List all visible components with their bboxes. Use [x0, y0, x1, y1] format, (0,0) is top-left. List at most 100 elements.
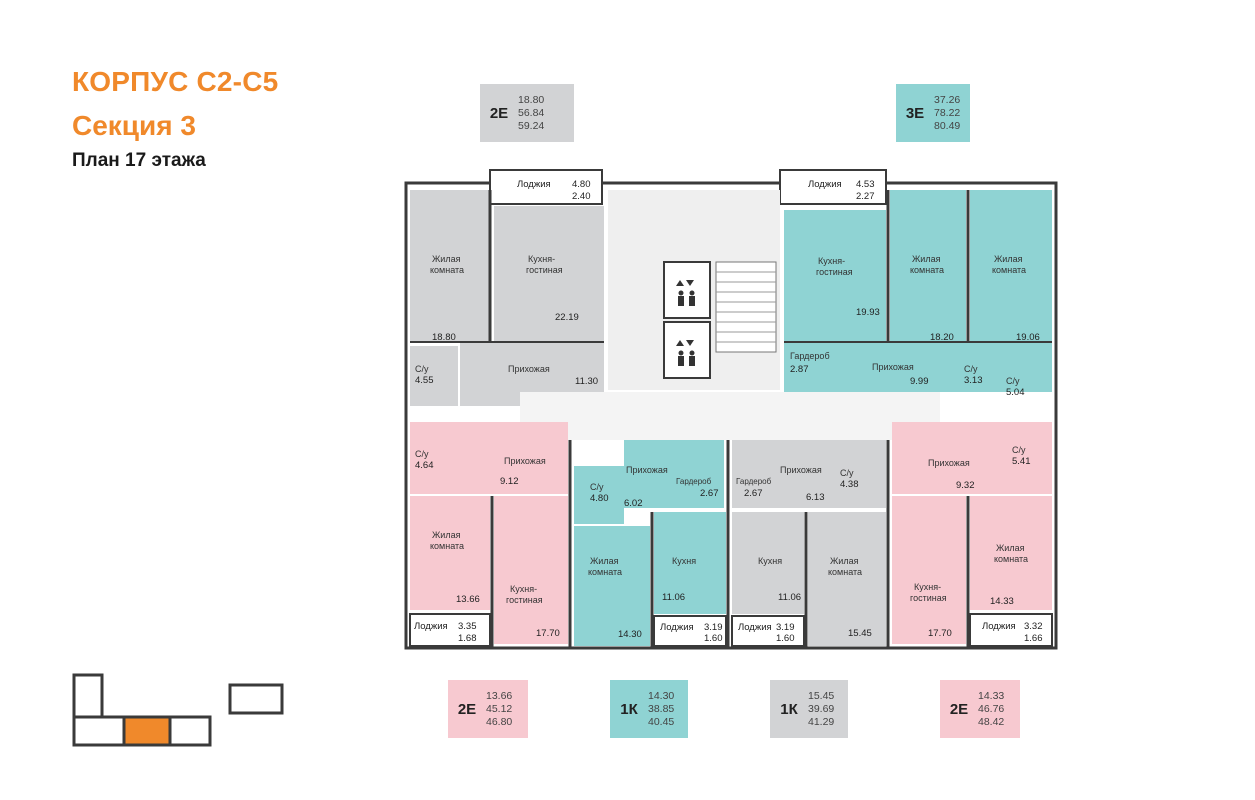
apartment-areas: 14.33 46.76 48.42	[978, 690, 1004, 729]
apartment-code: 1К	[620, 700, 638, 718]
room-hall	[892, 422, 998, 494]
label-kitchen-2: гостиная	[910, 593, 947, 603]
area-kitchen: 17.70	[536, 628, 560, 639]
area-loggia-1: 4.53	[856, 179, 875, 190]
area-bathroom-1: 3.13	[964, 375, 983, 386]
room-living	[410, 190, 490, 342]
area-living: 15.45	[848, 628, 872, 639]
arrows-up-down-icon	[676, 280, 694, 286]
area-living: 18.80	[432, 332, 456, 343]
apartment-areas: 14.30 38.85 40.45	[648, 690, 674, 729]
apartment-code: 2Е	[489, 104, 509, 122]
area-bathroom: 4.38	[840, 479, 859, 490]
elevator-shaft-2	[663, 321, 711, 379]
apartment-tag-top-left[interactable]: 2Е 18.80 56.84 59.24	[480, 84, 574, 142]
label-living-2: комната	[828, 567, 862, 577]
area-loggia-2: 1.68	[458, 633, 477, 644]
apartment-tag-bottom-2[interactable]: 1К 14.30 38.85 40.45	[610, 680, 688, 738]
label-kitchen: Кухня	[672, 556, 696, 566]
room-living	[970, 496, 1052, 610]
label-kitchen-1: Кухня-	[914, 582, 941, 592]
elevator-icon	[676, 340, 695, 366]
area-hall: 6.02	[624, 498, 643, 509]
label-kitchen-1: Кухня-	[818, 256, 845, 266]
area-total: 38.85	[648, 702, 675, 715]
label-living-1: Жилая	[912, 254, 941, 264]
apartment-top-left[interactable]	[410, 169, 604, 406]
area-total-loggia: 48.42	[978, 715, 1005, 728]
label-bathroom: С/у	[590, 482, 604, 492]
label-loggia: Лоджия	[660, 622, 694, 633]
area-loggia-2: 1.60	[704, 633, 723, 644]
area-kitchen: 11.06	[778, 592, 801, 603]
apartment-bottom-2[interactable]	[574, 440, 730, 648]
area-living: 14.33	[978, 689, 1005, 702]
area-wardrobe: 2.87	[790, 364, 809, 375]
area-loggia-2: 1.60	[776, 633, 795, 644]
label-hall: Прихожая	[504, 456, 546, 466]
area-living: 13.66	[486, 689, 513, 702]
area-total: 45.12	[486, 702, 513, 715]
label-hall: Прихожая	[928, 458, 970, 468]
apartment-bottom-4[interactable]	[892, 422, 1053, 648]
room-living-1	[890, 190, 966, 342]
area-total: 39.69	[808, 702, 835, 715]
label-hall: Прихожая	[626, 465, 668, 475]
area-bathroom: 5.41	[1012, 456, 1031, 467]
label-kitchen-2: гостиная	[526, 265, 563, 275]
area-loggia-1: 3.19	[704, 622, 723, 633]
apartment-top-right[interactable]	[779, 169, 1052, 392]
label-living-1: Жилая	[590, 556, 619, 566]
room-kitchen	[784, 210, 886, 342]
area-total-loggia: 80.49	[934, 119, 961, 132]
label-loggia: Лоджия	[414, 621, 448, 632]
area-total-loggia: 40.45	[648, 715, 675, 728]
label-kitchen-2: гостиная	[506, 595, 543, 605]
area-hall: 9.12	[500, 476, 519, 487]
area-bathroom: 4.55	[415, 375, 434, 386]
apartment-areas: 18.80 56.84 59.24	[518, 94, 544, 133]
apartment-areas: 15.45 39.69 41.29	[808, 690, 834, 729]
area-hall: 9.99	[910, 376, 929, 387]
label-wardrobe: Гардероб	[736, 477, 772, 486]
room-hall	[784, 342, 1052, 392]
room-living	[574, 526, 650, 646]
area-loggia-1: 4.80	[572, 179, 591, 190]
area-living: 14.33	[990, 596, 1014, 607]
label-kitchen: Кухня	[758, 556, 782, 566]
room-loggia	[409, 613, 491, 647]
room-living-2	[970, 190, 1052, 342]
label-hall: Прихожая	[872, 362, 914, 372]
apartment-bottom-1[interactable]	[409, 422, 572, 648]
apartment-tag-bottom-1[interactable]: 2Е 13.66 45.12 46.80	[448, 680, 528, 738]
area-loggia-1: 3.32	[1024, 621, 1043, 632]
apartment-bottom-3[interactable]	[731, 440, 890, 648]
area-living: 15.45	[808, 689, 835, 702]
area-total: 78.22	[934, 106, 961, 119]
label-bathroom: С/у	[415, 364, 429, 374]
room-kitchen	[494, 206, 604, 342]
building-title: КОРПУС С2-С5	[72, 66, 279, 97]
label-bathroom-2: С/у	[1006, 376, 1020, 386]
label-loggia: Лоджия	[517, 179, 551, 190]
room-bathroom	[410, 422, 458, 494]
room-hall	[624, 440, 724, 508]
corridor	[520, 392, 940, 440]
apartment-tag-bottom-3[interactable]: 1К 15.45 39.69 41.29	[770, 680, 848, 738]
apartment-tag-top-right[interactable]: 3Е 37.26 78.22 80.49	[896, 84, 970, 142]
area-hall: 11.30	[575, 376, 598, 387]
label-wardrobe: Гардероб	[676, 477, 712, 486]
area-wardrobe: 2.67	[700, 488, 719, 499]
area-total: 46.76	[978, 702, 1005, 715]
area-living-2: 19.06	[1016, 332, 1040, 343]
area-kitchen: 17.70	[928, 628, 952, 639]
room-kitchen	[494, 496, 568, 644]
apartment-tag-bottom-4[interactable]: 2Е 14.33 46.76 48.42	[940, 680, 1020, 738]
label-living-1: Жилая	[432, 530, 461, 540]
room-loggia	[653, 615, 727, 647]
area-hall: 9.32	[956, 480, 975, 491]
area-total-loggia: 59.24	[518, 119, 545, 132]
current-section-marker	[122, 715, 172, 747]
area-living: 14.30	[648, 689, 675, 702]
area-loggia-1: 3.35	[458, 621, 477, 632]
